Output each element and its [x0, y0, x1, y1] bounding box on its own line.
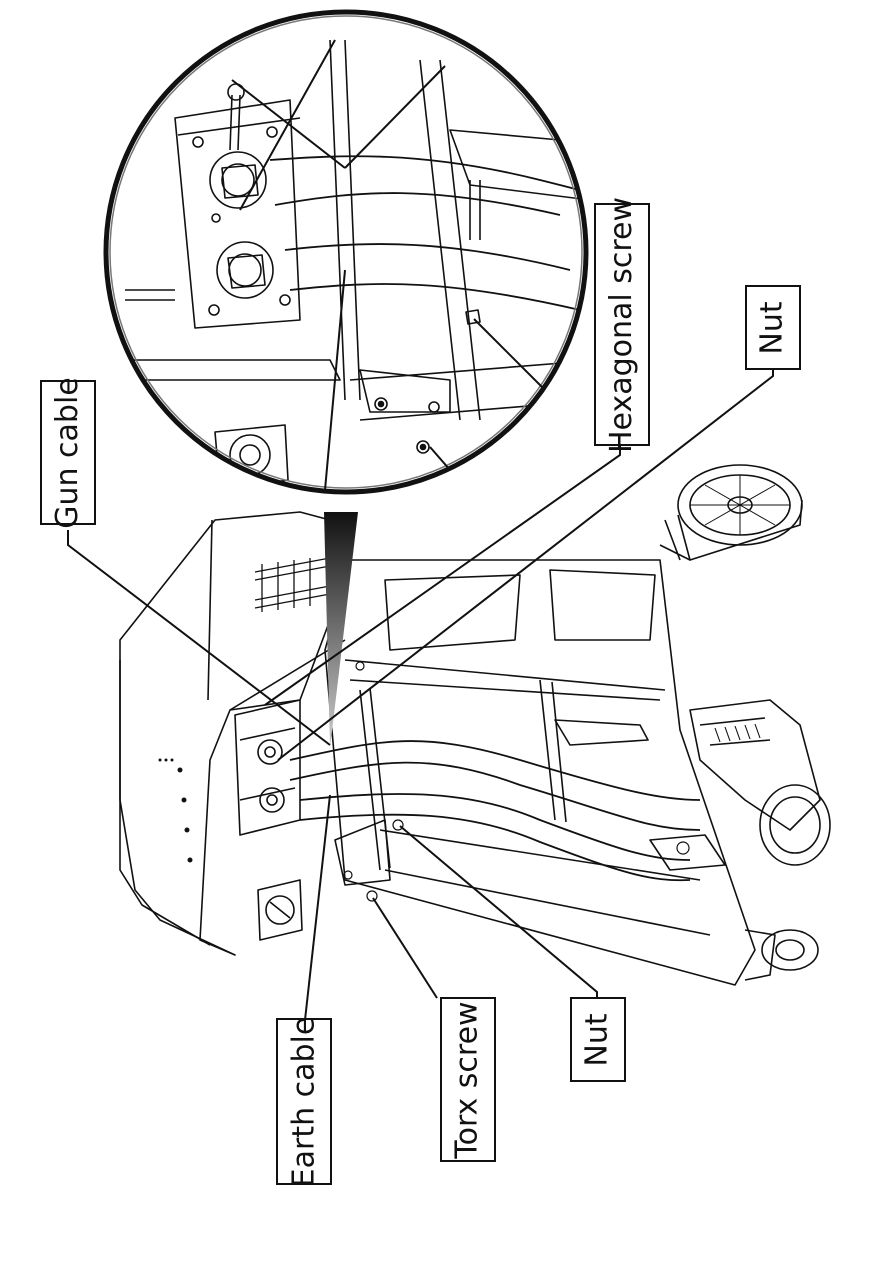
earth-cable-label: Earth cable — [276, 1018, 332, 1185]
leader-lines — [68, 40, 773, 1020]
gun-cable-label: Gun cable — [40, 380, 96, 525]
detail-magnifier — [106, 12, 610, 492]
magnifier-pointer — [324, 512, 358, 748]
hexagonal-screw-label: Hexagonal screw — [594, 203, 650, 446]
nut-label-top: Nut — [745, 285, 801, 370]
nut-label-bottom: Nut — [570, 997, 626, 1082]
torx-screw-label: Torx screw — [440, 997, 496, 1162]
magnifier-ring — [106, 12, 586, 492]
machine-drawing — [120, 465, 830, 985]
